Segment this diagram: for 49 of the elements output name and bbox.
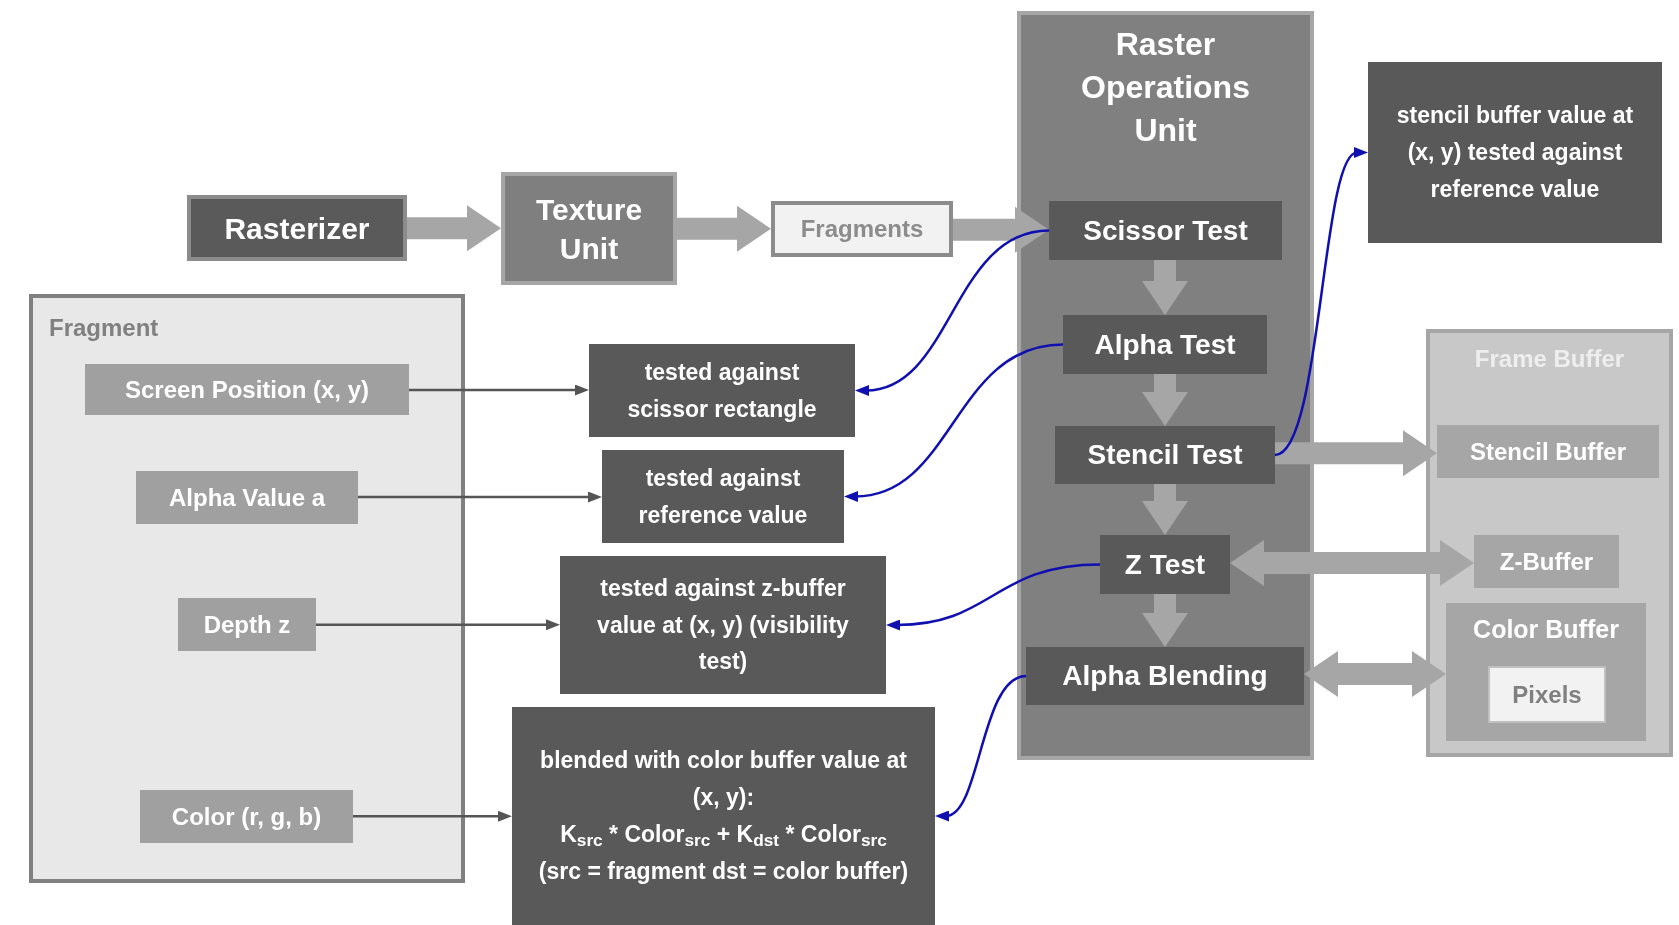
description-box: tested against scissor rectangle xyxy=(589,344,855,437)
panel-heading: Color Buffer xyxy=(1472,614,1620,645)
flow-arrow xyxy=(1142,484,1188,535)
arrow xyxy=(358,491,602,503)
box-text: blended with color buffer value at (x, y): xyxy=(539,746,908,813)
flow-arrow xyxy=(1275,430,1437,477)
flow-arrow xyxy=(1230,540,1474,586)
arrow xyxy=(855,229,1050,396)
stage-box: Alpha Test xyxy=(1063,315,1267,374)
arrow xyxy=(353,810,512,822)
flow-arrow xyxy=(1142,374,1188,426)
buffer-box: Z-Buffer xyxy=(1474,535,1619,588)
stage-box: Scissor Test xyxy=(1049,201,1282,260)
stage-box: Screen Position (x, y) xyxy=(85,364,409,415)
flow-arrow xyxy=(407,205,501,252)
stage-box: Texture Unit xyxy=(501,172,677,285)
description-box: tested against z-buffer value at (x, y) (visibility test) xyxy=(560,556,886,694)
arrow xyxy=(316,619,560,631)
stage-box: Z Test xyxy=(1100,535,1230,594)
box-text: K$_{src}$ * Color$_{src}$ + K$_{dst}$ * Color$_{src}$ xyxy=(560,820,887,853)
panel-heading: Fragment xyxy=(49,313,159,343)
stage-box: Alpha Blending xyxy=(1026,647,1304,705)
arrow xyxy=(886,563,1101,631)
stage-box: Color (r, g, b) xyxy=(140,790,353,843)
description-box: tested against reference value xyxy=(602,450,844,543)
arrow xyxy=(844,343,1064,502)
flow-arrow xyxy=(1142,260,1188,315)
unit-panel xyxy=(1017,11,1314,760)
data-box: Fragments xyxy=(771,201,953,257)
arrow xyxy=(409,384,589,396)
description-box xyxy=(512,707,935,925)
panel-heading: Raster Operations Unit xyxy=(1080,25,1251,151)
arrow xyxy=(935,674,1027,821)
stage-box: Rasterizer xyxy=(187,195,407,261)
arrow xyxy=(1274,146,1366,457)
flow-arrow xyxy=(1142,594,1188,647)
box-text: (src = fragment dst = color buffer) xyxy=(538,856,909,886)
buffer-box: Stencil Buffer xyxy=(1437,425,1659,478)
group-panel xyxy=(1426,329,1673,757)
group-panel xyxy=(29,294,465,883)
buffer-panel xyxy=(1446,603,1646,741)
data-box: Pixels xyxy=(1488,666,1606,723)
flow-arrow xyxy=(677,205,771,252)
stage-box: Alpha Value a xyxy=(136,471,358,524)
stage-box: Depth z xyxy=(178,598,316,651)
stage-box: Stencil Test xyxy=(1055,426,1275,484)
flow-arrow xyxy=(1304,651,1446,697)
flow-arrow xyxy=(953,206,1049,253)
description-box: stencil buffer value at (x, y) tested against reference value xyxy=(1368,62,1662,243)
